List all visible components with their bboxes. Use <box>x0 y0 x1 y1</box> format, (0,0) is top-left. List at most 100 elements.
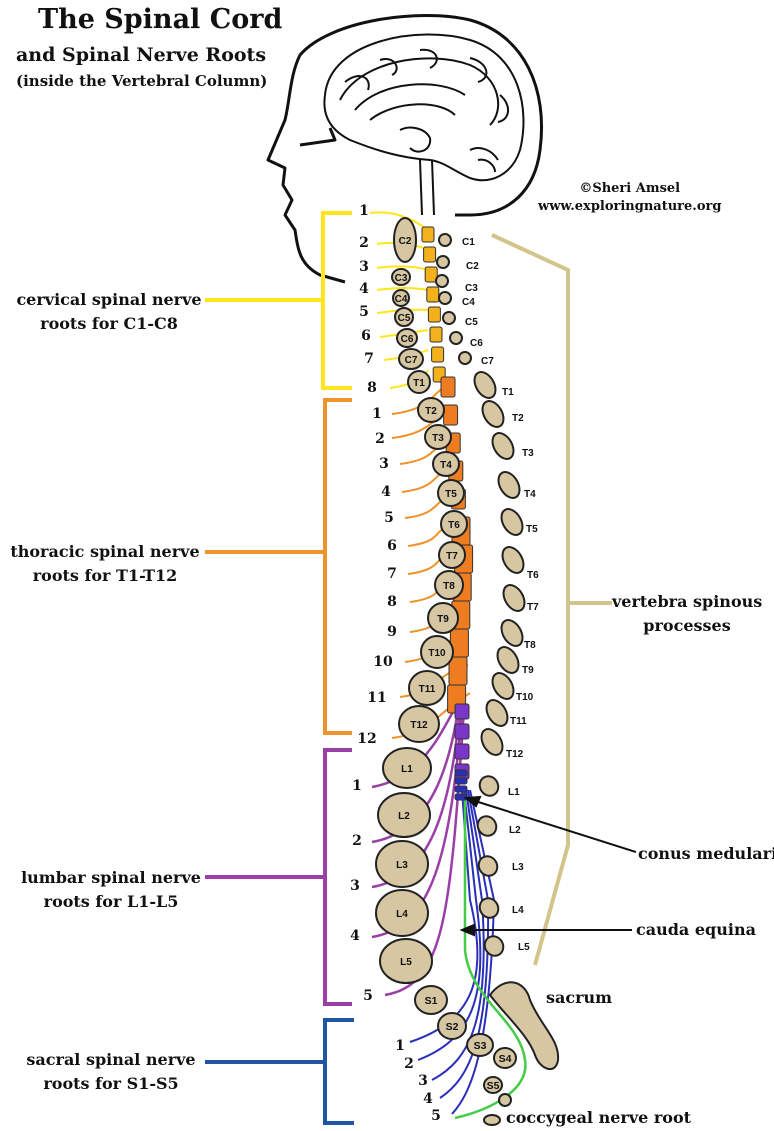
spinous-label-t9: T9 <box>522 665 534 676</box>
vertebral-body-label-s3: S3 <box>474 1040 487 1052</box>
thoracic-number-8: 8 <box>387 594 397 610</box>
cord-segment-27 <box>455 786 467 792</box>
cord-segment-7 <box>432 347 444 362</box>
sacral-number-2: 2 <box>404 1056 414 1072</box>
vertebral-body-label-t11: T11 <box>419 684 436 695</box>
spinous-label-t10: T10 <box>516 692 534 703</box>
spinous-process-t2 <box>478 397 508 430</box>
vertebral-body-label-c6: C6 <box>401 334 414 345</box>
spinous-label-c4: C4 <box>462 297 475 308</box>
cervical-label-line2: roots for C1-C8 <box>14 312 204 336</box>
vertebral-body-label-t3: T3 <box>432 433 444 444</box>
vertebral-body-label-s1: S1 <box>425 995 438 1007</box>
cord-segment-19 <box>449 657 467 685</box>
lumbar-label-line1: lumbar spinal nerve <box>16 866 206 890</box>
spinous-label-line1: vertebra spinous <box>612 590 762 614</box>
spinous-label-l2: L2 <box>509 825 521 836</box>
thoracic-number-2: 2 <box>375 431 385 447</box>
vertebral-body-label-c3: C3 <box>395 273 408 284</box>
vertebral-body-label-t7: T7 <box>446 551 458 562</box>
cord-segment-23 <box>455 744 469 759</box>
cervical-number-3: 3 <box>359 259 369 275</box>
spinous-process-c4 <box>437 290 452 305</box>
thoracic-number-10: 10 <box>373 654 393 670</box>
thoracic-number-4: 4 <box>381 484 391 500</box>
cord-segment-22 <box>455 724 469 739</box>
credit-author: ©Sheri Amsel <box>538 180 721 198</box>
vertebral-body-label-c5: C5 <box>398 313 411 324</box>
sacrum-label: sacrum <box>546 986 612 1010</box>
thoracic-number-11: 11 <box>367 690 386 706</box>
spinous-process-l5 <box>481 933 507 959</box>
spinous-label-t6: T6 <box>527 570 539 581</box>
coccygeal-label: coccygeal nerve root <box>506 1106 691 1130</box>
vertebral-body-label-c2: C2 <box>399 236 412 247</box>
spinous-process-t12 <box>477 725 507 758</box>
spinous-label-t2: T2 <box>512 413 524 424</box>
spinous-label-c1: C1 <box>462 237 475 248</box>
spinous-process-l2 <box>474 813 500 839</box>
cervical-number-7: 7 <box>364 351 374 367</box>
spinous-label-t8: T8 <box>524 640 536 651</box>
sacral-number-5: 5 <box>431 1108 441 1124</box>
spinous-process-t11 <box>482 696 512 729</box>
spinous-label-l4: L4 <box>512 905 524 916</box>
cervical-number-1: 1 <box>359 203 369 219</box>
vertebral-body-label-t4: T4 <box>440 460 452 471</box>
spinous-process-t5 <box>497 505 527 538</box>
cord-segment-21 <box>455 704 469 719</box>
thoracic-number-12: 12 <box>357 731 376 747</box>
subtitle: and Spinal Nerve Roots <box>16 44 266 66</box>
vertebral-body-label-t5: T5 <box>445 489 457 500</box>
sacral-number-1: 1 <box>395 1038 405 1054</box>
spinous-process-l4 <box>476 895 502 921</box>
spinous-process-t9 <box>493 643 523 676</box>
sacral-bracket <box>325 1020 354 1123</box>
cord-segment-28 <box>455 794 467 800</box>
thoracic-number-1: 1 <box>372 406 382 422</box>
cord-segment-1 <box>422 227 434 242</box>
cervical-label-line1: cervical spinal nerve <box>14 288 204 312</box>
cervical-number-5: 5 <box>359 304 369 320</box>
cord-segment-26 <box>455 778 467 784</box>
spinous-label-c6: C6 <box>470 338 483 349</box>
thoracic-label-line2: roots for T1-T12 <box>10 564 200 588</box>
cord-segment-5 <box>428 307 440 322</box>
lumbar-number-2: 2 <box>352 833 362 849</box>
vertebral-body-label-t1: T1 <box>413 378 425 389</box>
spinous-label-t7: T7 <box>527 602 539 613</box>
spinous-label-l1: L1 <box>508 787 520 798</box>
cauda-label: cauda equina <box>636 918 756 942</box>
spinous-process-c6 <box>448 330 463 345</box>
thoracic-number-5: 5 <box>384 510 394 526</box>
cord-segment-6 <box>430 327 442 342</box>
title: The Spinal Cord <box>38 4 282 35</box>
lumbar-number-1: 1 <box>352 778 362 794</box>
lumbar-number-4: 4 <box>350 928 360 944</box>
spinous-label: vertebra spinous processes <box>612 590 762 638</box>
spinous-label-c7: C7 <box>481 356 494 367</box>
vertebral-body-label-s2: S2 <box>446 1021 459 1033</box>
spinous-label-line2: processes <box>612 614 762 638</box>
vertebral-body-label-t8: T8 <box>443 581 455 592</box>
vertebral-body-label-l3: L3 <box>396 860 408 871</box>
vertebral-body-label-t12: T12 <box>410 720 428 731</box>
spinous-label-c2: C2 <box>466 261 479 272</box>
vertebral-body-label-t2: T2 <box>425 406 437 417</box>
sacral-label-line1: sacral spinal nerve <box>16 1048 206 1072</box>
cervical-number-6: 6 <box>361 328 371 344</box>
cervical-bracket <box>323 213 352 388</box>
cord-segment-2 <box>424 247 436 262</box>
sacral-label: sacral spinal nerve roots for S1-S5 <box>16 1048 206 1096</box>
spinous-process-t1 <box>470 368 500 401</box>
lumbar-label: lumbar spinal nerve roots for L1-L5 <box>16 866 206 914</box>
cervical-number-4: 4 <box>359 281 369 297</box>
lumbar-bracket <box>325 750 352 1004</box>
thoracic-number-6: 6 <box>387 538 397 554</box>
cord-segment-9 <box>441 377 455 397</box>
spinous-process-c7 <box>457 350 472 365</box>
thoracic-label-line1: thoracic spinal nerve <box>10 540 200 564</box>
spinous-label-t4: T4 <box>524 489 536 500</box>
cervical-number-8: 8 <box>367 380 377 396</box>
vertebral-body-label-t6: T6 <box>448 520 460 531</box>
